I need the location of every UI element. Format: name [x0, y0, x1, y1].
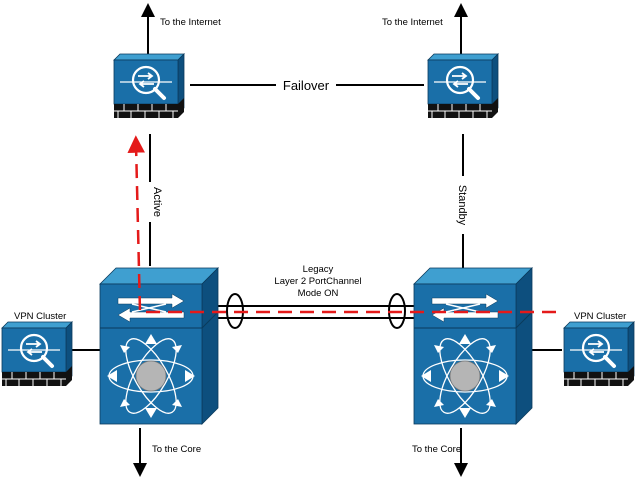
firewall-top-left [112, 52, 186, 120]
label-core-right: To the Core [412, 444, 461, 455]
label-failover: Failover [283, 78, 330, 93]
label-legacy-1: Legacy [303, 264, 334, 275]
switch-left [99, 267, 219, 425]
label-legacy-2: Layer 2 PortChannel [274, 276, 361, 287]
label-legacy-3: Mode ON [298, 288, 339, 299]
switch-right [413, 267, 533, 425]
label-internet-left: To the Internet [160, 17, 221, 28]
label-active: Active [151, 187, 163, 217]
vpn-cluster-left [0, 320, 74, 388]
firewall-top-right [426, 52, 500, 120]
label-standby: Standby [456, 185, 468, 226]
label-internet-right: To the Internet [382, 17, 443, 28]
vpn-cluster-right [562, 320, 636, 388]
traffic-path [127, 135, 556, 314]
label-vpn-left: VPN Cluster [14, 311, 66, 322]
label-vpn-right: VPN Cluster [574, 311, 626, 322]
label-core-left: To the Core [152, 444, 201, 455]
